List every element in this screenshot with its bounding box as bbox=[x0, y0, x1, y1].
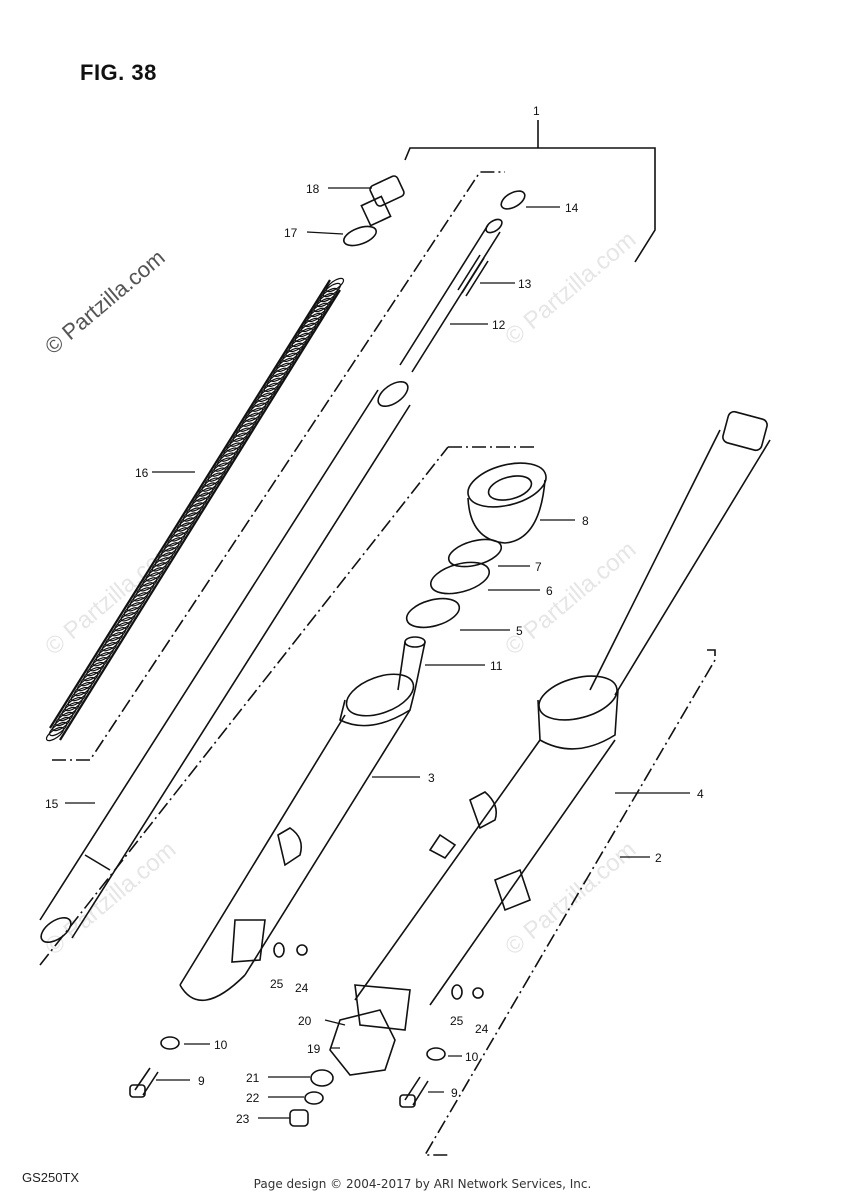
callout-13: 13 bbox=[518, 277, 532, 291]
oil-lock-piece bbox=[397, 636, 426, 691]
o-ring bbox=[342, 225, 378, 247]
outer-tube-right bbox=[354, 410, 771, 1006]
callout-10a: 10 bbox=[214, 1038, 228, 1052]
washer-22 bbox=[304, 1091, 324, 1105]
callout-12: 12 bbox=[492, 318, 506, 332]
bracket-2 bbox=[423, 649, 716, 1156]
model-code: GS250TX bbox=[22, 1170, 80, 1185]
cap-bolt bbox=[360, 175, 405, 227]
axle-holder bbox=[329, 984, 411, 1076]
callout-15: 15 bbox=[45, 797, 59, 811]
guide-line bbox=[52, 171, 505, 761]
callout-5: 5 bbox=[516, 624, 523, 638]
callout-21: 21 bbox=[246, 1071, 260, 1085]
inner-tube bbox=[39, 380, 411, 944]
callout-7: 7 bbox=[535, 560, 542, 574]
callout-1: 1 bbox=[533, 104, 540, 118]
figure-title: FIG. 38 bbox=[80, 60, 157, 85]
callout-2: 2 bbox=[655, 851, 662, 865]
washer-25a bbox=[273, 942, 285, 958]
callout-20: 20 bbox=[298, 1014, 312, 1028]
callout-4: 4 bbox=[697, 787, 704, 801]
damper-rod bbox=[399, 218, 503, 373]
callout-labels: 1 2 3 4 5 6 7 8 9 9 10 10 11 12 13 14 15… bbox=[45, 104, 704, 1126]
oil-seal bbox=[429, 561, 491, 595]
washer bbox=[405, 597, 461, 629]
callout-17: 17 bbox=[284, 226, 298, 240]
callout-25b: 25 bbox=[450, 1014, 464, 1028]
leader-lines bbox=[65, 187, 690, 1119]
bolt-24a bbox=[296, 944, 308, 956]
stopper-ring bbox=[447, 538, 503, 568]
bolt-9a bbox=[129, 1067, 159, 1098]
callout-3: 3 bbox=[428, 771, 435, 785]
dust-seal bbox=[467, 462, 547, 544]
bolt-9b bbox=[399, 1076, 429, 1108]
callout-24a: 24 bbox=[295, 981, 309, 995]
washer-10b bbox=[426, 1047, 446, 1061]
callout-14: 14 bbox=[565, 201, 579, 215]
piston-ring bbox=[500, 190, 526, 210]
fork-spring bbox=[49, 279, 341, 741]
bracket-1 bbox=[404, 147, 656, 263]
washer-10a bbox=[160, 1036, 180, 1050]
callout-6: 6 bbox=[546, 584, 553, 598]
callout-19: 19 bbox=[307, 1042, 321, 1056]
callout-18: 18 bbox=[306, 182, 320, 196]
bolt-24b bbox=[472, 987, 484, 999]
callout-25a: 25 bbox=[270, 977, 284, 991]
callout-9a: 9 bbox=[198, 1074, 205, 1088]
washer-25b bbox=[451, 984, 463, 1000]
callout-8: 8 bbox=[582, 514, 589, 528]
callout-24b: 24 bbox=[475, 1022, 489, 1036]
guide-line bbox=[39, 446, 449, 966]
outer-tube-left bbox=[179, 673, 457, 1001]
spring-coils bbox=[45, 277, 345, 742]
bolt-23 bbox=[289, 1109, 309, 1127]
callout-9b: 9 bbox=[451, 1086, 458, 1100]
callout-11: 11 bbox=[490, 659, 503, 673]
callout-23: 23 bbox=[236, 1112, 250, 1126]
copyright-footer: Page design © 2004-2017 by ARI Network S… bbox=[253, 1177, 592, 1191]
callout-22: 22 bbox=[246, 1091, 260, 1105]
callout-10b: 10 bbox=[465, 1050, 479, 1064]
callout-16: 16 bbox=[135, 466, 149, 480]
gasket-21 bbox=[310, 1069, 334, 1087]
